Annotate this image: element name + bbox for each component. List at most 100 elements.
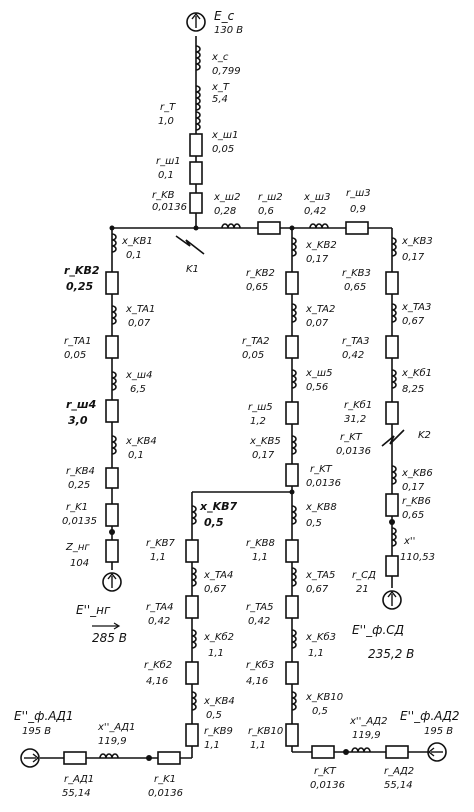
label-xkv10-name: x_KB10 [305, 692, 343, 703]
resistor-r-ta4 [185, 595, 199, 619]
label-xkv2mid-name: x_KB2 [305, 240, 337, 251]
label-xkb1-value: 8,25 [402, 384, 424, 395]
label-xad2-name: x''_АД2 [349, 716, 387, 727]
inductor-x-sh1 [195, 111, 201, 131]
inductor-x-kv3 [391, 237, 397, 257]
nodes [109, 225, 395, 761]
resistor-r-ad2 [385, 745, 409, 759]
label-ead2-value: 195 B [424, 726, 453, 737]
label-rkv2left-name: r_KB2 [64, 264, 100, 277]
inductor-x-t [195, 85, 201, 111]
inductor-x-kb1 [391, 369, 397, 389]
label-rkv10-name: r_KB10 [248, 726, 283, 737]
inductor-x-sh5 [291, 369, 297, 389]
label-ec-value: 130 B [214, 25, 243, 36]
resistor-r-sh1 [189, 161, 203, 185]
resistor-r-sh3 [345, 221, 369, 235]
label-xsh5-name: x_ш5 [305, 368, 332, 379]
label-xkb2-name: x_Kб2 [203, 631, 234, 643]
label-xsh3-value: 0,42 [304, 206, 326, 217]
label-rkv2mid-value: 0,65 [246, 282, 268, 293]
label-xkv3-name: x_KB3 [401, 236, 433, 247]
inductor-x-ta1 [111, 305, 117, 325]
label-esd-name: E''_ф.СД [352, 623, 404, 637]
labels: E_c 130 B x_c 0,799 x_T 5,4 r_T 1,0 x_ш1… [14, 9, 459, 799]
label-xkv6-value: 0,17 [402, 482, 425, 493]
label-rkb2-value: 4,16 [146, 676, 168, 687]
resistor-r-sd [385, 555, 399, 577]
resistor-r-kv3 [385, 271, 399, 295]
label-rkv7-name: r_KB7 [146, 538, 176, 549]
label-xta3-name: x_TA3 [401, 302, 431, 313]
resistor-r-kb1 [385, 401, 399, 425]
label-rad1-name: r_АД1 [64, 774, 94, 785]
label-rkv6-name: r_KB6 [402, 496, 431, 507]
label-rkv3top-name: r_KB [152, 190, 175, 201]
label-xt-name: x_T [211, 82, 230, 93]
resistor-r-t [189, 133, 203, 157]
label-rsh4-name: r_ш4 [66, 398, 96, 411]
label-rk1bottom-value: 0,0136 [148, 788, 183, 799]
resistor-r-sh4 [105, 399, 119, 423]
label-rkv9-value: 1,1 [204, 740, 220, 751]
resistor-r-kv10 [285, 723, 299, 747]
fault-k1-icon [175, 235, 205, 255]
resistor-r-ta5 [285, 595, 299, 619]
inductor-x-sh4 [111, 371, 117, 391]
resistor-r-ta1 [105, 335, 119, 359]
label-rsh5-value: 1,2 [250, 416, 266, 427]
label-eng-name: E''_нг [76, 603, 111, 617]
inductor-x-kv8 [291, 505, 297, 525]
label-rsh3-name: r_ш3 [346, 188, 371, 199]
resistor-r-kv3-top [189, 192, 203, 214]
inductor-x-kv6 [391, 465, 397, 485]
label-xta5-name: x_TA5 [305, 570, 335, 581]
label-xkv5-value: 0,17 [252, 450, 275, 461]
label-xta3-value: 0,67 [402, 316, 425, 327]
label-xt-value: 5,4 [212, 94, 228, 105]
label-k1: K1 [186, 264, 199, 275]
label-rta5-name: r_TA5 [246, 602, 274, 613]
inductor-x-kv4b [191, 691, 197, 711]
resistor-r-kv4 [105, 467, 119, 489]
label-ec-name: E_c [214, 9, 235, 23]
label-xsh5-value: 0,56 [306, 382, 328, 393]
inductor-x-c [195, 45, 201, 71]
label-rkv4-value: 0,25 [68, 480, 90, 491]
label-rk1bottom-name: r_K1 [154, 774, 176, 785]
label-xsh4-value: 6,5 [130, 384, 146, 395]
inductor-x-sh2 [221, 223, 241, 229]
label-xta2-value: 0,07 [306, 318, 329, 329]
label-rkb3-value: 4,16 [246, 676, 268, 687]
resistor-r-ad1 [63, 751, 87, 765]
label-xc-name: x_c [211, 52, 229, 63]
label-esd-value: 235,2 B [368, 647, 414, 661]
label-xkv1-value: 0,1 [126, 250, 142, 261]
label-rta2-name: r_TA2 [242, 336, 270, 347]
label-rkv2mid-name: r_KB2 [246, 268, 275, 279]
inductor-x-kb3 [291, 629, 297, 649]
label-rkv10-value: 1,1 [250, 740, 266, 751]
label-rkb3-name: r_Kб3 [246, 659, 274, 671]
label-xta1-name: x_TA1 [125, 304, 155, 315]
source-ec-icon [186, 12, 206, 32]
inductor-x-kv2-mid [291, 237, 297, 257]
resistor-r-kv2-mid [285, 271, 299, 295]
inductor-x-ta3 [391, 303, 397, 323]
label-rsh1-value: 0,1 [158, 170, 174, 181]
label-rad1-value: 55,14 [62, 788, 91, 799]
label-rkv6-value: 0,65 [402, 510, 424, 521]
label-rsh4-value: 3,0 [68, 414, 88, 427]
inductor-x-kv7 [191, 505, 197, 525]
label-xad1-value: 119,9 [98, 736, 127, 747]
label-rk1-name: r_K1 [66, 502, 88, 513]
label-xkv3-value: 0,17 [402, 252, 425, 263]
inductor-x-kv10 [291, 691, 297, 711]
label-rkv8-name: r_KB8 [246, 538, 275, 549]
inductor-x-ta2 [291, 303, 297, 323]
label-xkv7-name: x_KB7 [199, 500, 238, 513]
label-xta5-value: 0,67 [306, 584, 329, 595]
resistor-r-kt-bottom [311, 745, 335, 759]
